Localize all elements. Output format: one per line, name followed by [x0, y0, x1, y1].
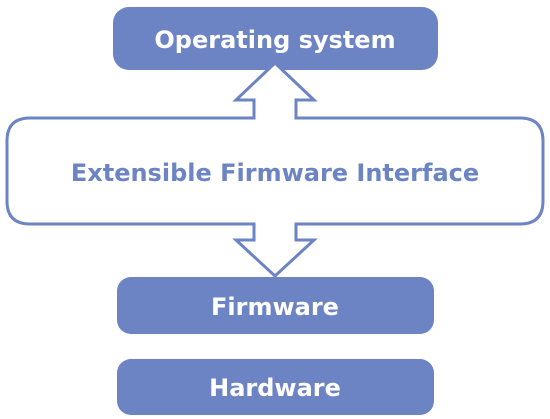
hardware-label: Hardware	[209, 374, 341, 402]
firmware-layer: Firmware	[117, 277, 434, 334]
firmware-box	[117, 277, 434, 334]
firmware-label: Firmware	[211, 293, 339, 321]
hardware-box	[117, 359, 434, 415]
operating-system-layer: Operating system	[113, 7, 438, 70]
operating-system-box	[113, 7, 438, 70]
operating-system-label: Operating system	[154, 26, 395, 54]
hardware-layer: Hardware	[117, 359, 434, 415]
efi-frame-with-double-arrow	[5, 60, 545, 279]
efi-label: Extensible Firmware Interface	[71, 159, 479, 187]
